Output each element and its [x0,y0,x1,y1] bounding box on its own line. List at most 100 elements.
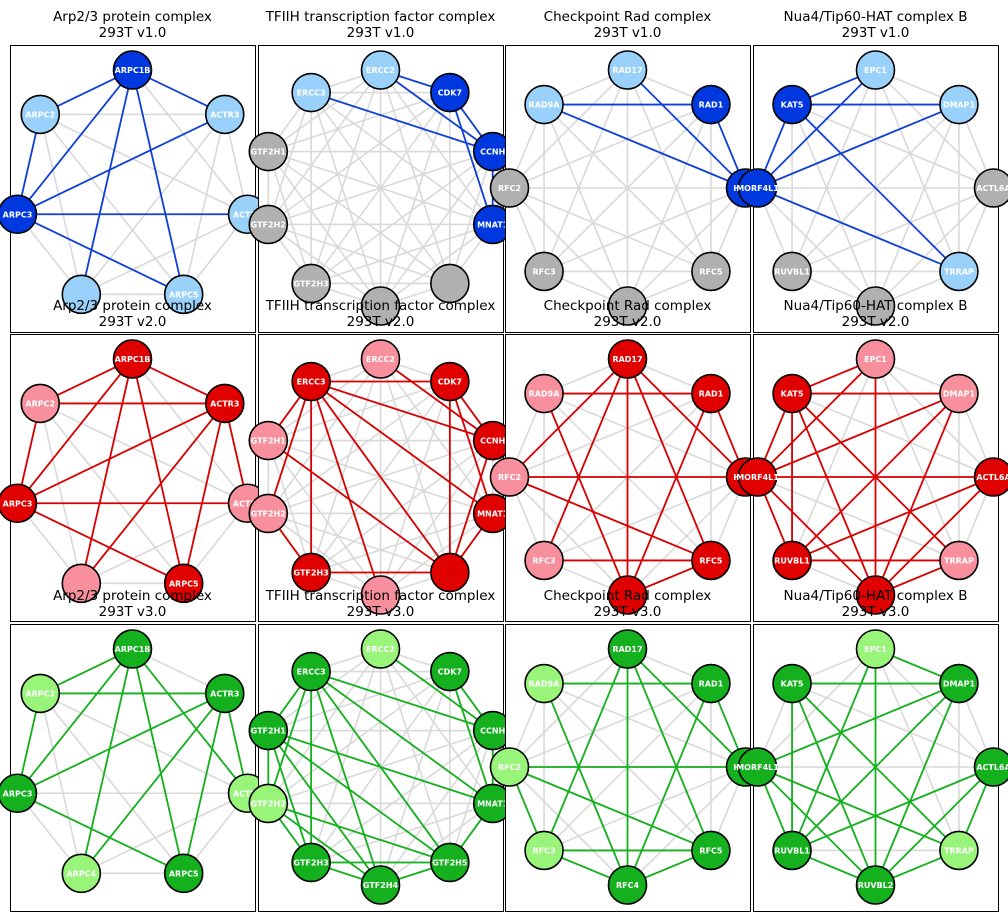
protein-node: DMAP1 [939,84,979,125]
protein-node: ERCC2 [360,50,401,90]
interaction-edge [757,766,960,852]
node-label: RAD17 [612,355,642,364]
protein-node: ERCC3 [291,72,331,113]
protein-node: ARPC2 [20,383,61,424]
node-circle [489,747,530,787]
interaction-edge [626,683,712,886]
node-circle [737,457,778,497]
interaction-edge [874,766,995,886]
interaction-edge [310,670,494,732]
node-label: GTF2H3 [294,858,329,867]
node-circle [360,575,401,615]
protein-node: GTF2H3 [291,552,331,593]
protein-node: MORF4L1 [736,747,779,787]
panel-title: Arp2/3 protein complex [53,588,212,604]
node-circle [0,194,38,235]
background-edge [80,213,248,296]
node-label: ARPC3 [3,210,33,219]
protein-node: EPC1 [855,50,896,90]
interaction-edge [379,358,494,442]
node-label: KAT5 [781,680,804,689]
node-label: MORF4L1 [736,473,779,482]
network-panel: EPC1DMAP1ACTL6ATRRAPRUVBL2RUVBL1MORF4L1K… [736,624,1008,912]
node-label: RFC3 [533,267,556,276]
protein-node: ARPC5 [163,563,204,604]
panel-frame [10,45,256,333]
node-label: GTF2H2 [251,799,286,808]
background-edge [267,92,312,225]
node-circle [855,339,896,379]
node-circle [360,865,401,905]
node-label: TRRAP [944,556,974,565]
node-label: GTF2H3 [294,568,329,577]
node-label: RUVBL1 [774,846,810,855]
node-label: ERCC3 [297,668,326,677]
node-label: ARPC1B [115,66,151,75]
node-label: ACTR3 [210,689,239,698]
protein-node: ARPC2 [20,673,61,714]
interaction-edge [182,403,226,584]
node-circle [291,651,331,692]
node-circle [430,842,470,883]
node-circle [691,663,731,704]
interaction-edge [182,693,226,874]
panel-title: Checkpoint Rad complex [544,9,712,25]
background-edge [39,113,185,295]
node-label: EPC1 [864,645,887,654]
interaction-edge [543,648,629,851]
node-circle [772,540,812,581]
background-edge [268,223,451,285]
panel-title: Arp2/3 protein complex [53,9,212,25]
protein-node: ARPC3 [0,773,38,814]
node-circle [607,50,648,90]
node-circle [430,552,470,593]
protein-node [855,575,896,615]
node-circle [607,575,648,615]
protein-node [430,263,470,304]
node-circle [112,629,153,669]
background-edge [379,440,494,596]
background-edge [509,682,712,768]
node-label: CCNH [480,437,505,446]
background-edge [379,151,494,307]
background-edge [39,692,248,794]
node-label: ARPC3 [3,499,33,508]
background-edge [509,392,712,478]
protein-node [607,286,648,326]
protein-node: ARPC3 [0,483,38,524]
interaction-edge [756,69,877,189]
protein-node: RAD17 [607,50,648,90]
protein-node: GTF2H1 [248,131,289,172]
protein-node: RAD9A [524,663,564,704]
interaction-edge [756,358,877,478]
background-edge [267,358,382,514]
node-label: GTF2H1 [251,727,287,736]
node-label: ERCC2 [366,66,395,75]
background-edge [80,113,226,295]
interaction-edge [757,682,960,768]
node-label: CCNH [480,727,505,736]
node-circle [772,830,812,871]
background-edge [39,692,185,874]
interaction-edge [267,802,382,886]
node-label: RFC2 [498,184,521,193]
node-circle [973,457,1008,497]
node-label: ARPC1B [115,355,151,364]
background-edge [310,91,494,226]
interaction-edge [310,380,494,515]
panel-subtitle: 293T v1.0 [99,25,167,41]
protein-node [430,552,470,593]
node-label: MORF4L1 [736,763,779,772]
protein-node: TRRAP [939,251,979,292]
background-edge [791,682,994,768]
background-edge [379,69,494,225]
interaction-edge [791,393,877,596]
node-circle [524,373,564,414]
node-circle [112,50,153,90]
interaction-edge [543,393,629,596]
protein-node: MORF4L1 [736,457,779,497]
node-label: RFC3 [533,556,556,565]
background-edge [80,502,248,585]
interaction-edge [449,92,494,225]
